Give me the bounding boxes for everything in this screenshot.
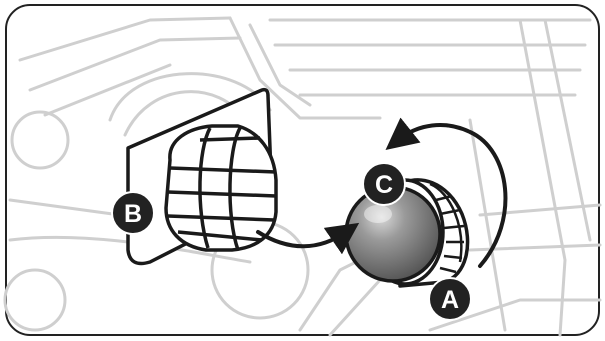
badge-b: B <box>111 191 155 235</box>
badge-c-label: C <box>375 171 393 199</box>
rotate-arrow <box>385 117 508 268</box>
badge-a: A <box>428 277 472 321</box>
badge-a-label: A <box>441 286 459 314</box>
badge-c: C <box>362 162 406 206</box>
vent-clip-part-b <box>126 87 278 266</box>
dashboard-background-sketch <box>3 4 602 337</box>
insert-arrow <box>256 222 360 255</box>
badge-b-label: B <box>124 200 142 228</box>
